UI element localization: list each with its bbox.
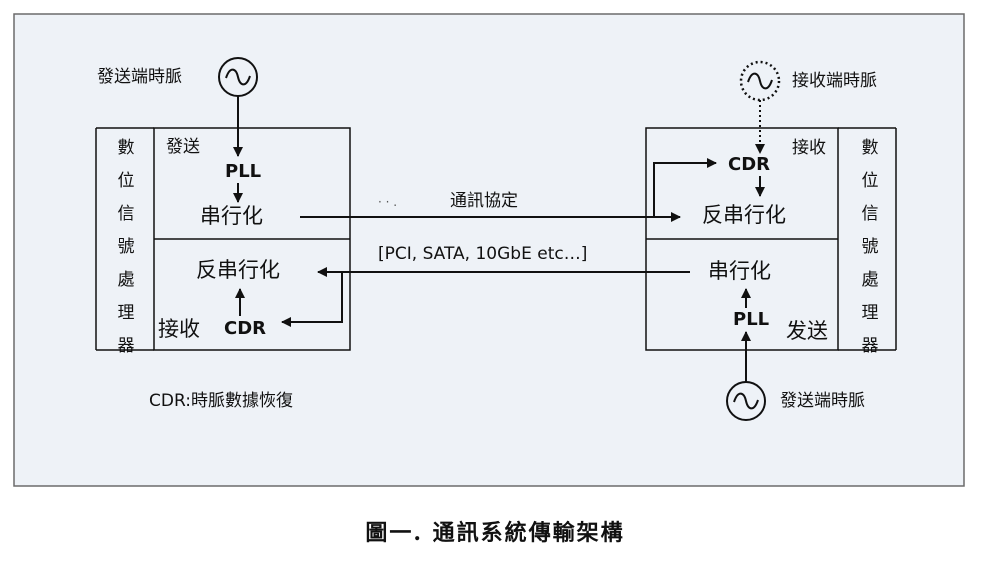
right-cdr-feedback-arrow (653, 158, 717, 217)
left-dsp-label: 數 位 信 號 處 理 器 (118, 138, 135, 356)
protocol-examples: [PCI, SATA, 10GbE etc…] (378, 244, 587, 264)
left-dsp-char: 器 (118, 336, 135, 356)
right-cdr: CDR (728, 154, 770, 175)
right-dsp-char: 處 (862, 270, 879, 290)
left-dsp-char: 理 (118, 303, 135, 323)
left-dsp-char: 信 (118, 204, 135, 224)
cdr-legend: CDR:時脈數據恢復 (149, 391, 293, 411)
right-serializer: 串行化 (708, 259, 771, 283)
right-dsp-char: 數 (862, 138, 879, 158)
left-rx-label: 接收 (158, 317, 200, 341)
right-rx-label: 接收 (792, 138, 826, 158)
right-dsp-char: 信 (862, 204, 879, 224)
right-dsp-char: 位 (862, 171, 879, 191)
right-tx-label: 发送 (786, 319, 828, 343)
left-dsp-char: 數 (118, 138, 135, 158)
left-pll: PLL (225, 161, 261, 182)
protocol-label: 通訊協定 (450, 191, 518, 211)
right-rx-clock-icon (739, 60, 781, 102)
diagram-panel (13, 13, 965, 487)
right-pll: PLL (733, 309, 769, 330)
right-clock-to-cdr-arrowhead (755, 144, 765, 154)
left-tx-label: 發送 (166, 137, 200, 157)
right-tx-clock-icon (726, 381, 766, 421)
left-dsp-char: 位 (118, 171, 135, 191)
left-dsp-bracket (95, 127, 154, 351)
right-dsp-char: 號 (862, 237, 879, 257)
left-cdr: CDR (224, 318, 266, 339)
right-dsp-bracket (838, 127, 897, 351)
left-dsp-char: 號 (118, 237, 135, 257)
right-dsp-label: 數 位 信 號 處 理 器 (862, 138, 879, 356)
right-rx-clock-label: 接收端時脈 (792, 71, 877, 91)
right-tx-clock-label: 發送端時脈 (780, 391, 865, 411)
left-dsp-char: 處 (118, 270, 135, 290)
right-dsp-char: 器 (862, 336, 879, 356)
figure-caption: 圖一. 通訊系統傳輸架構 (365, 520, 625, 546)
left-tx-clock-label: 發送端時脈 (97, 67, 182, 87)
right-dsp-char: 理 (862, 303, 879, 323)
architecture-diagram: 數 位 信 號 處 理 器 發送端時脈 發送 PLL 串行化 反串行化 接收 C… (13, 13, 965, 487)
left-cdr-feedback-arrow (281, 272, 343, 327)
left-serializer: 串行化 (200, 204, 263, 228)
left-deserializer: 反串行化 (196, 258, 280, 282)
link-noise-dots: · · . (378, 195, 397, 209)
right-deserializer: 反串行化 (702, 203, 786, 227)
